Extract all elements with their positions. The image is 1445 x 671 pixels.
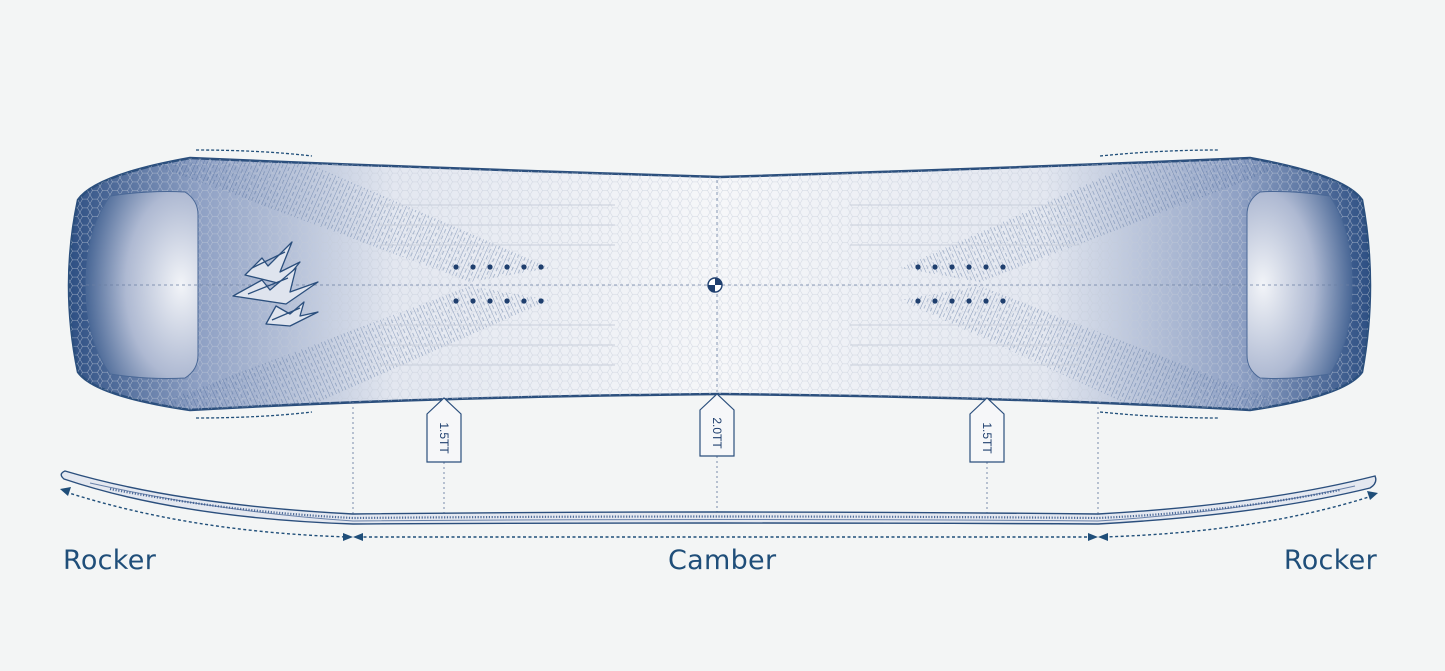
- rocker-label-left: Rocker: [63, 545, 157, 576]
- board-top-view: [67, 156, 1372, 412]
- hatch-band-lower-right: [900, 286, 1300, 410]
- reinforcement-lines: [380, 204, 1080, 366]
- arrow-heads: [60, 487, 1378, 541]
- rocker-left-arrow: [65, 491, 349, 538]
- insert-tag-left: 1.5TT: [426, 397, 462, 463]
- sidecut-accent-top-right: [1099, 149, 1219, 157]
- hatch-band-lower-left: [140, 286, 550, 410]
- profile-zone-arrows: [65, 491, 1373, 538]
- rocker-right-arrow: [1103, 495, 1373, 538]
- rocker-label-right: Rocker: [1283, 545, 1377, 576]
- insert-tag-center: 2.0TT: [699, 393, 735, 457]
- brand-logo-icon: [232, 241, 319, 327]
- sidecut-accent-bottom-right: [1099, 411, 1219, 419]
- board-side-profile: [60, 470, 1377, 525]
- sidecut-accent-bottom-left: [195, 411, 313, 419]
- profile-guide-lines: [352, 402, 1099, 520]
- sidecut-accent-top-left: [195, 149, 313, 157]
- center-mark-icon: [707, 277, 723, 293]
- insert-tag-right: 1.5TT: [969, 397, 1005, 463]
- insert-tag-label: 1.5TT: [437, 422, 451, 454]
- insert-tag-label: 1.5TT: [980, 422, 994, 454]
- hatch-band-upper-left: [140, 160, 550, 282]
- camber-label: Camber: [668, 545, 777, 576]
- insert-tag-label: 2.0TT: [710, 417, 724, 449]
- binding-inserts: [453, 264, 1006, 304]
- hatch-band-upper-right: [900, 160, 1300, 282]
